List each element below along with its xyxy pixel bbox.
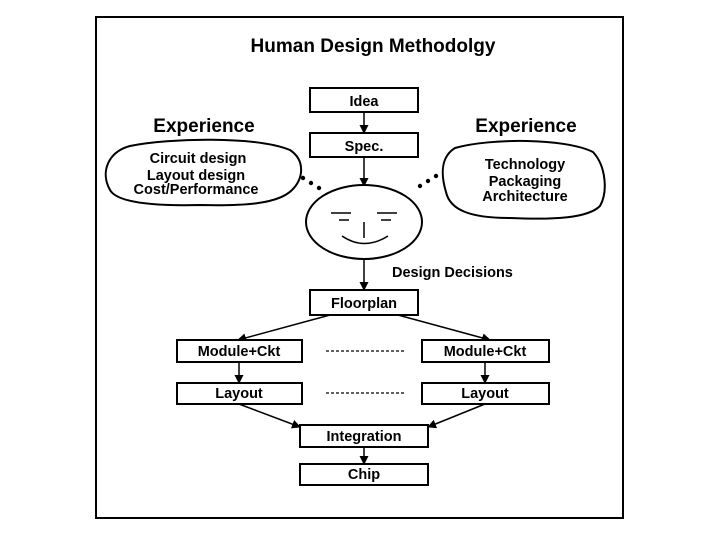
idea-box — [309, 87, 419, 113]
designer-head — [305, 184, 423, 260]
experience-right-cloud — [441, 139, 606, 220]
idea-label: Idea — [349, 94, 379, 110]
experience-left-item: Circuit design — [150, 151, 247, 167]
layout-right-label: Layout — [461, 386, 509, 402]
spec-label: Spec. — [345, 139, 384, 155]
floorplan-label: Floorplan — [331, 296, 397, 312]
experience-right-heading: Experience — [475, 116, 576, 137]
experience-left-cloud — [104, 138, 303, 207]
arrow-layout-right-to-integration — [427, 403, 486, 429]
experience-right-item: Packaging — [489, 174, 562, 190]
module-right-label: Module+Ckt — [444, 344, 527, 360]
experience-left-item: Layout design — [147, 168, 245, 184]
thought-dots-left — [300, 175, 322, 191]
integration-label: Integration — [327, 429, 402, 445]
experience-right-item: Technology — [485, 157, 565, 173]
layout-left-label: Layout — [215, 386, 263, 402]
experience-right-item: Architecture — [482, 189, 567, 205]
experience-left-item: Cost/Performance — [134, 182, 259, 198]
arrow-layout-left-to-integration — [238, 403, 301, 429]
floorplan-box — [309, 289, 419, 316]
thought-dots-right — [417, 173, 439, 189]
module-left-label: Module+Ckt — [198, 344, 281, 360]
layout-right-box — [421, 382, 550, 405]
diagram-title: Human Design Methodolgy — [251, 36, 496, 57]
design-decisions-label: Design Decisions — [392, 265, 513, 281]
chip-box — [299, 463, 429, 486]
experience-left-heading: Experience — [153, 116, 254, 137]
arrow-floorplan-to-module-right — [397, 314, 491, 343]
arrow-floorplan-to-module-left — [237, 314, 331, 343]
chip-label: Chip — [348, 467, 380, 483]
